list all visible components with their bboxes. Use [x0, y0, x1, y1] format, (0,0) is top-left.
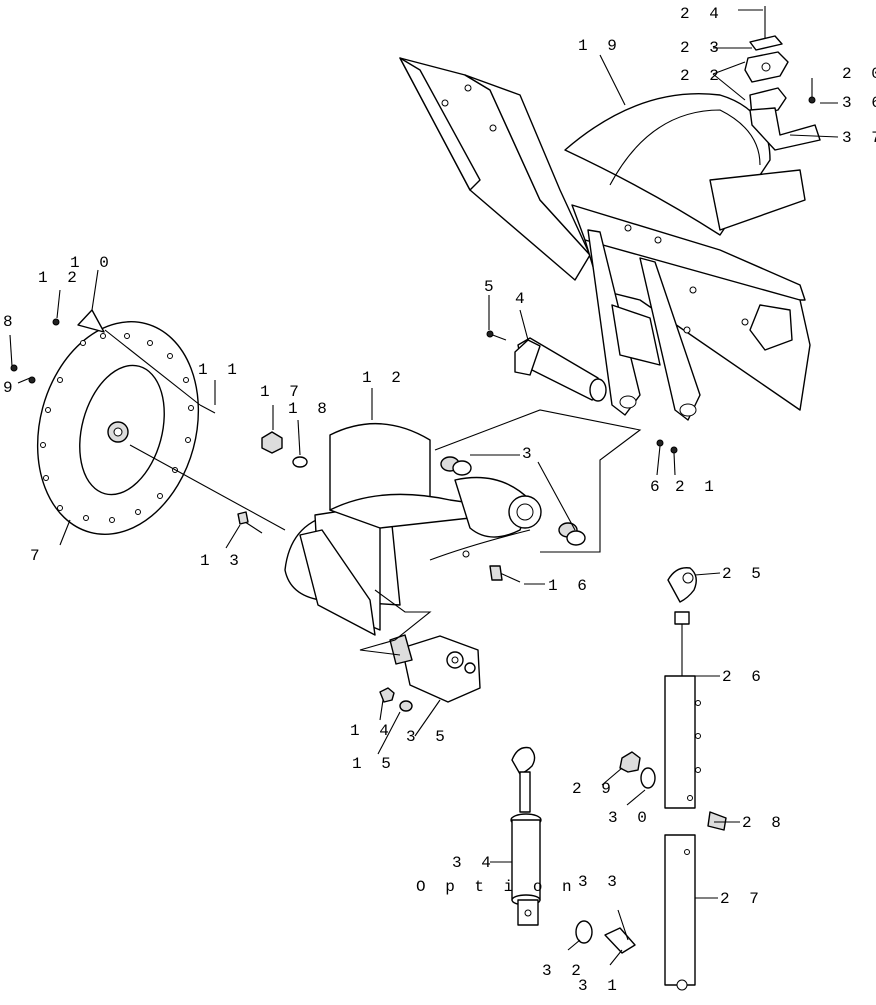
leader-lines	[9, 9, 839, 966]
callout-9: 9	[3, 379, 18, 397]
part-rotor-disc	[10, 309, 216, 535]
callout-14: 1 4	[350, 722, 394, 740]
part-cover	[564, 92, 806, 236]
callout-7: 7	[30, 547, 45, 565]
callout-12-housing: 1 2	[362, 369, 406, 387]
callout-option: O p t i o n	[416, 878, 577, 896]
part-hydraulic-motor	[379, 634, 481, 712]
callout-34: 3 4	[452, 854, 496, 872]
callout-35: 3 5	[406, 728, 450, 746]
part-rotor-housing	[284, 422, 542, 636]
part-option-cylinder	[510, 746, 636, 954]
callout-labels: 1 9 2 4 2 3 2 2 2 0 3 6 3 7 1 2 1 0 8 9 …	[3, 5, 876, 995]
callout-6: 6	[650, 478, 665, 496]
part-bushings	[440, 456, 586, 546]
callout-37: 3 7	[842, 129, 876, 147]
callout-12-nut: 1 2	[38, 269, 82, 287]
callout-4: 4	[515, 290, 530, 308]
callout-5: 5	[484, 278, 499, 296]
callout-10: 1 0	[70, 254, 114, 272]
callout-13: 1 3	[200, 552, 244, 570]
callout-30: 3 0	[608, 809, 652, 827]
callout-24: 2 4	[680, 5, 724, 23]
callout-23: 2 3	[680, 39, 724, 57]
callout-20: 2 0	[842, 65, 876, 83]
callout-32: 3 2	[542, 962, 586, 980]
callout-15: 1 5	[352, 755, 396, 773]
callout-31: 3 1	[578, 977, 622, 995]
part-fasteners	[237, 431, 521, 583]
callout-17: 1 7	[260, 383, 304, 401]
callout-26: 2 6	[722, 668, 766, 686]
callout-25: 2 5	[722, 565, 766, 583]
callout-8: 8	[3, 313, 18, 331]
callout-36: 3 6	[842, 94, 876, 112]
callout-22: 2 2	[680, 67, 724, 85]
callout-29: 2 9	[572, 780, 616, 798]
callout-21: 2 1	[675, 478, 719, 496]
callout-33: 3 3	[578, 873, 622, 891]
callout-3: 3	[522, 445, 537, 463]
callout-19: 1 9	[578, 37, 622, 55]
part-adjustment-tubes	[619, 567, 740, 991]
part-pivot-pin	[486, 330, 678, 454]
callout-18: 1 8	[288, 400, 332, 418]
callout-28: 2 8	[742, 814, 786, 832]
callout-16: 1 6	[548, 577, 592, 595]
frame-arm	[399, 57, 811, 421]
callout-27: 2 7	[720, 890, 764, 908]
part-clamp-assembly	[744, 6, 821, 151]
callout-11: 1 1	[198, 361, 242, 379]
